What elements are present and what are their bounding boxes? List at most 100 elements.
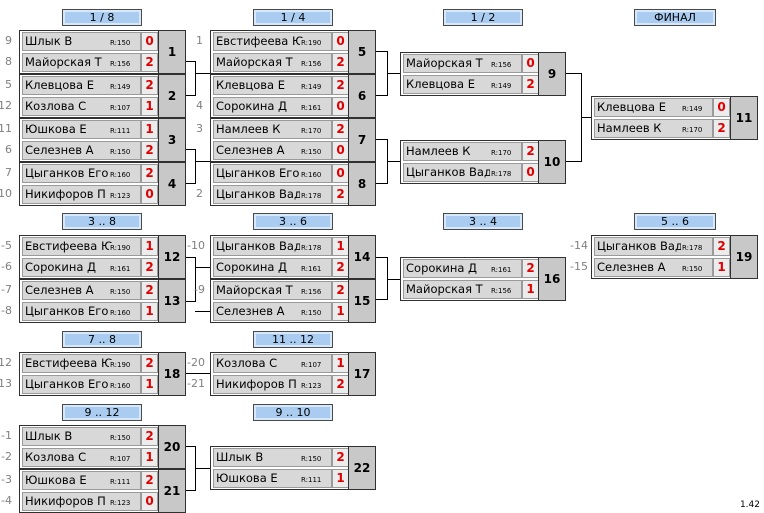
player-row: Селезнев А R:150 0 — [211, 140, 351, 161]
header-11-12: 11 .. 12 — [253, 331, 333, 348]
player-rating: R:156 — [490, 286, 512, 296]
player-rating: R:161 — [490, 265, 512, 275]
player-name: Сорокина Д — [213, 258, 332, 277]
player-row: Юшкова Е R:111 1 — [211, 468, 351, 489]
seed-number: 12 — [0, 99, 12, 112]
player-row: Шлык В R:150 2 — [20, 426, 160, 447]
player-score: 2 — [332, 120, 349, 139]
header-3-6: 3 .. 6 — [253, 213, 333, 230]
player-row: Сорокина Д R:161 2 — [20, 257, 160, 278]
match-11[interactable]: Клевцова Е R:149 0 Намлеев К R:170 2 11 — [591, 96, 758, 140]
player-row: Клевцова Е R:149 0 — [592, 97, 732, 118]
player-rating: R:170 — [681, 125, 703, 135]
header-1-4: 1 / 4 — [253, 9, 333, 26]
seed-number: -7 — [1, 283, 12, 296]
match-number: 3 — [158, 119, 185, 161]
player-rating: R:190 — [109, 243, 131, 253]
match-16[interactable]: Сорокина Д R:161 2 Майорская Т R:156 1 1… — [400, 257, 566, 301]
connector-line — [195, 267, 210, 268]
player-name: Никифоров П — [22, 492, 141, 511]
player-rating: R:123 — [300, 381, 322, 391]
match-13[interactable]: Селезнев А R:150 2 Цыганков Егор R:160 1… — [19, 279, 186, 323]
match-number: 11 — [730, 97, 757, 139]
player-rating: R:190 — [300, 38, 322, 48]
player-row: Цыганков Егор R:160 1 — [20, 301, 160, 322]
player-score: 2 — [141, 76, 158, 95]
match-1[interactable]: Шлык В R:150 0 Майорская Т R:156 2 1 — [19, 30, 186, 74]
match-number: 6 — [348, 75, 375, 117]
seed-number: -15 — [570, 260, 588, 273]
match-number: 9 — [538, 53, 565, 95]
seed-number: -1 — [1, 429, 12, 442]
match-19[interactable]: Цыганков Вадим R:178 2 Селезнев А R:150 … — [591, 235, 758, 279]
player-score: 1 — [141, 237, 158, 256]
match-10[interactable]: Намлеев К R:170 2 Цыганков Вадим R:178 0… — [400, 140, 566, 184]
seed-number: 11 — [0, 122, 12, 135]
player-row: Козлова С R:107 1 — [20, 447, 160, 468]
match-15[interactable]: Майорская Т R:156 2 Селезнев А R:150 1 1… — [210, 279, 376, 323]
player-score: 2 — [713, 119, 730, 138]
match-14[interactable]: Цыганков Вадим R:178 1 Сорокина Д R:161 … — [210, 235, 376, 279]
player-row: Намлеев К R:170 2 — [401, 141, 541, 162]
match-18[interactable]: Евстифеева Ю R:190 2 Цыганков Егор R:160… — [19, 352, 186, 396]
player-score: 2 — [332, 281, 349, 300]
player-score: 1 — [332, 237, 349, 256]
player-score: 2 — [713, 237, 730, 256]
player-score: 1 — [522, 280, 539, 299]
player-rating: R:170 — [490, 148, 512, 158]
player-score: 2 — [141, 141, 158, 160]
player-row: Намлеев К R:170 2 — [592, 118, 732, 139]
player-rating: R:111 — [109, 477, 131, 487]
match-number: 16 — [538, 258, 565, 300]
match-number: 21 — [158, 470, 185, 512]
player-score: 0 — [522, 163, 539, 182]
connector-line — [376, 183, 388, 184]
player-score: 2 — [522, 75, 539, 94]
player-score: 0 — [332, 141, 349, 160]
player-row: Никифоров П R:123 2 — [211, 374, 351, 395]
player-rating: R:150 — [109, 287, 131, 297]
player-score: 1 — [713, 258, 730, 277]
seed-number: -12 — [0, 356, 12, 369]
connector-line — [195, 311, 210, 312]
player-rating: R:149 — [109, 82, 131, 92]
player-row: Никифоров П R:123 0 — [20, 491, 160, 512]
player-rating: R:107 — [109, 103, 131, 113]
match-7[interactable]: Намлеев К R:170 2 Селезнев А R:150 0 7 — [210, 118, 376, 162]
player-score: 1 — [141, 302, 158, 321]
match-9[interactable]: Майорская Т R:156 0 Клевцова Е R:149 2 9 — [400, 52, 566, 96]
match-6[interactable]: Клевцова Е R:149 2 Сорокина Д R:161 0 6 — [210, 74, 376, 118]
match-2[interactable]: Клевцова Е R:149 2 Козлова С R:107 1 2 — [19, 74, 186, 118]
player-row: Цыганков Вадим R:178 2 — [211, 184, 351, 205]
player-score: 2 — [332, 185, 349, 204]
connector-line — [387, 279, 400, 280]
match-5[interactable]: Евстифеева Ю R:190 0 Майорская Т R:156 2… — [210, 30, 376, 74]
match-20[interactable]: Шлык В R:150 2 Козлова С R:107 1 20 — [19, 425, 186, 469]
match-21[interactable]: Юшкова Е R:111 2 Никифоров П R:123 0 21 — [19, 469, 186, 513]
player-score: 2 — [141, 53, 158, 72]
match-number: 22 — [348, 447, 375, 489]
match-12[interactable]: Евстифеева Ю R:190 1 Сорокина Д R:161 2 … — [19, 235, 186, 279]
seed-number: -9 — [194, 283, 205, 296]
player-rating: R:160 — [300, 170, 322, 180]
player-score: 2 — [522, 259, 539, 278]
player-score: 1 — [141, 97, 158, 116]
match-4[interactable]: Цыганков Егор R:160 2 Никифоров П R:123 … — [19, 162, 186, 206]
player-row: Цыганков Вадим R:178 1 — [211, 236, 351, 257]
player-score: 0 — [332, 32, 349, 51]
player-row: Цыганков Егор R:160 1 — [20, 374, 160, 395]
seed-number: 8 — [5, 55, 12, 68]
connector-line — [186, 61, 196, 62]
player-score: 0 — [713, 98, 730, 117]
match-22[interactable]: Шлык В R:150 2 Юшкова Е R:111 1 22 — [210, 446, 376, 490]
player-rating: R:123 — [109, 498, 131, 508]
player-rating: R:150 — [109, 433, 131, 443]
connector-line — [376, 299, 388, 300]
match-3[interactable]: Юшкова Е R:111 1 Селезнев А R:150 2 3 — [19, 118, 186, 162]
player-score: 0 — [141, 492, 158, 511]
match-17[interactable]: Козлова С R:107 1 Никифоров П R:123 2 17 — [210, 352, 376, 396]
player-rating: R:170 — [300, 126, 322, 136]
match-8[interactable]: Цыганков Егор R:160 0 Цыганков Вадим R:1… — [210, 162, 376, 206]
player-score: 1 — [332, 469, 349, 488]
connector-line — [581, 117, 591, 118]
